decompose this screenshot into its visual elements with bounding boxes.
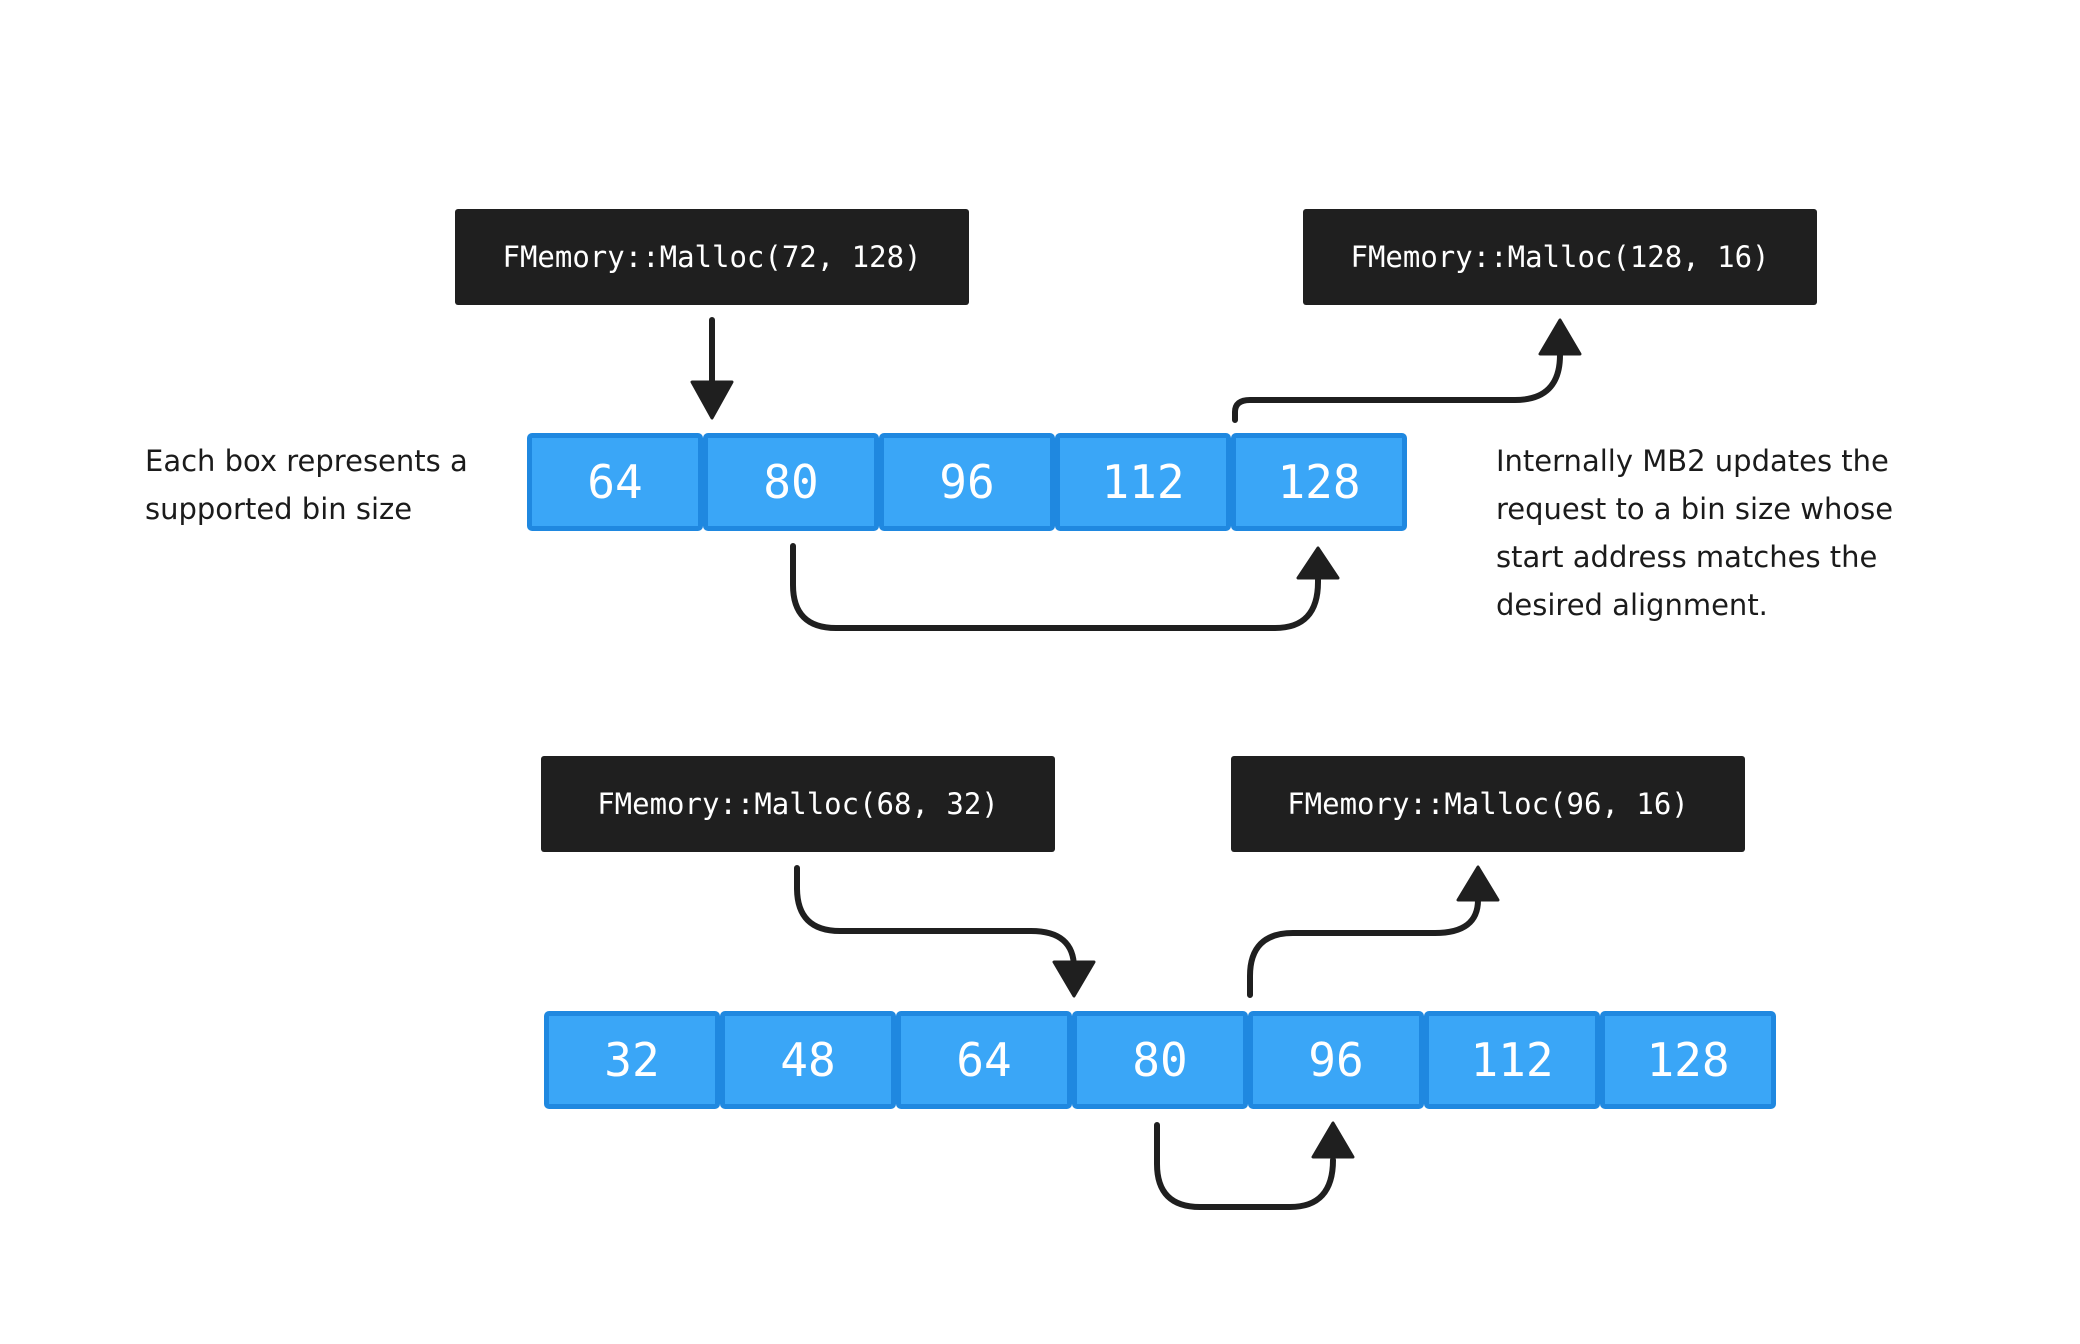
bin-box: 80	[1072, 1011, 1248, 1109]
right-note-line: Internally MB2 updates the	[1496, 444, 1889, 478]
top-result-call-label: FMemory::Malloc(128, 16)	[1350, 240, 1770, 274]
arrowhead-icon	[1456, 865, 1500, 902]
top-request-call-label: FMemory::Malloc(72, 128)	[502, 240, 922, 274]
arrow-bottom-request	[794, 865, 1077, 971]
left-note-line: supported bin size	[145, 492, 413, 526]
arrow-top-result	[1232, 347, 1563, 423]
bin-box: 96	[879, 433, 1055, 531]
bin-box: 80	[703, 433, 879, 531]
right-note-line: start address matches the	[1496, 540, 1878, 574]
arrowhead-icon	[690, 380, 734, 420]
top-bin-row: 64 80 96 112 128	[527, 433, 1407, 531]
arrow-top-bump	[790, 543, 1321, 631]
bin-box: 64	[527, 433, 703, 531]
left-note-line: Each box represents a	[145, 444, 468, 478]
bottom-request-call-label: FMemory::Malloc(68, 32)	[597, 787, 999, 821]
bin-box: 48	[720, 1011, 896, 1109]
bin-box: 32	[544, 1011, 720, 1109]
bottom-bin-row: 32 48 64 80 96 112 128	[544, 1011, 1776, 1109]
bin-box: 128	[1231, 433, 1407, 531]
right-note: Internally MB2 updates the request to a …	[1496, 437, 1976, 629]
arrow-bottom-bump	[1154, 1122, 1336, 1210]
bin-box: 96	[1248, 1011, 1424, 1109]
arrowhead-icon	[1296, 546, 1340, 580]
bin-box: 128	[1600, 1011, 1776, 1109]
bottom-result-call-label: FMemory::Malloc(96, 16)	[1287, 787, 1689, 821]
bin-box: 64	[896, 1011, 1072, 1109]
bin-box: 112	[1424, 1011, 1600, 1109]
arrowhead-icon	[1538, 318, 1582, 356]
right-note-line: request to a bin size whose	[1496, 492, 1894, 526]
top-request-call-box: FMemory::Malloc(72, 128)	[455, 209, 969, 305]
bottom-result-call-box: FMemory::Malloc(96, 16)	[1231, 756, 1745, 852]
arrow-bottom-result	[1247, 897, 1481, 998]
bottom-request-call-box: FMemory::Malloc(68, 32)	[541, 756, 1055, 852]
right-note-line: desired alignment.	[1496, 588, 1768, 622]
arrowhead-icon	[1311, 1121, 1355, 1159]
top-result-call-box: FMemory::Malloc(128, 16)	[1303, 209, 1817, 305]
left-note: Each box represents a supported bin size	[145, 437, 525, 533]
bin-box: 112	[1055, 433, 1231, 531]
arrowhead-icon	[1052, 960, 1096, 998]
